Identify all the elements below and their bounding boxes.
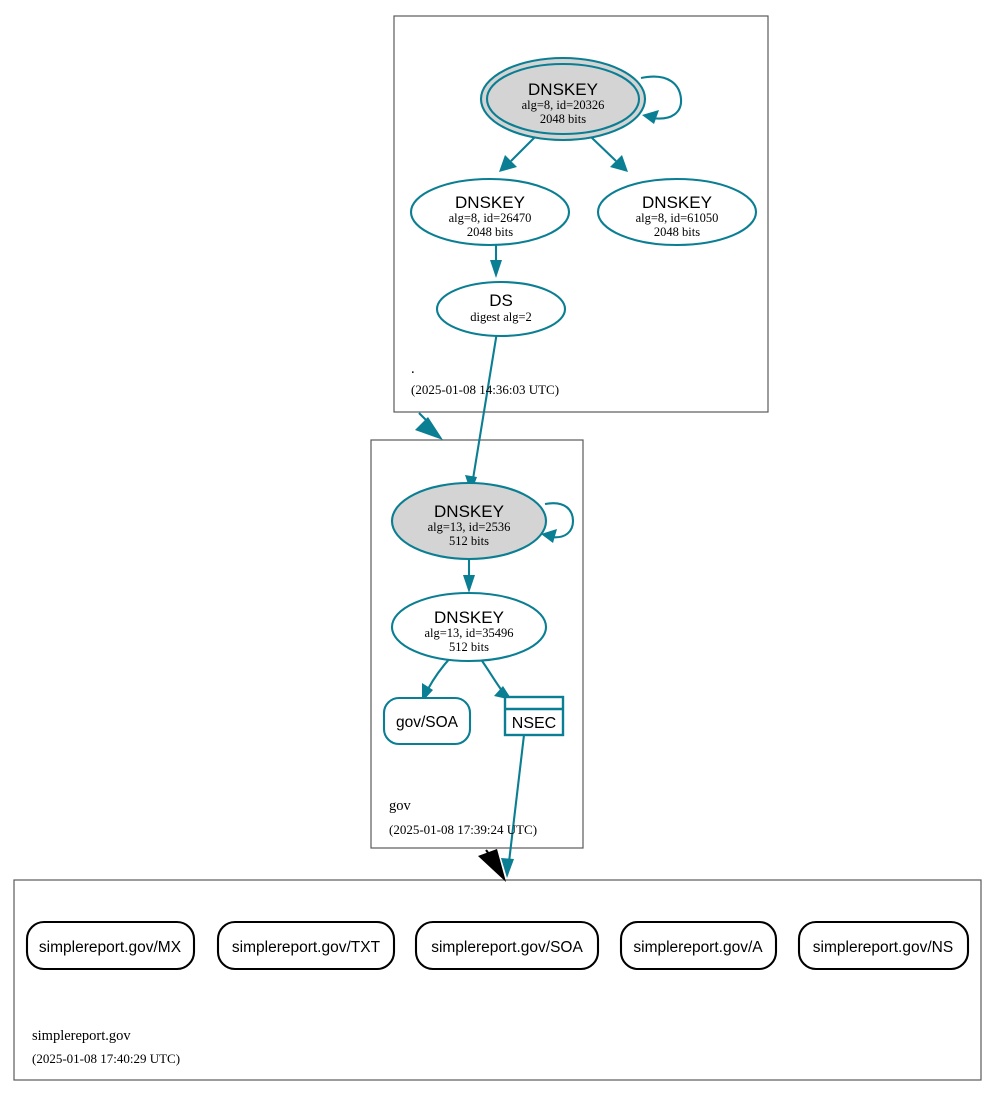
node-sr-a[interactable]: simplereport.gov/A <box>619 920 778 971</box>
edge-root-zsk26470-to-ds <box>490 243 502 278</box>
node-shape <box>435 280 567 338</box>
zone-timestamp-root: (2025-01-08 14:36:03 UTC) <box>411 382 559 397</box>
node-gov-ksk-2536[interactable]: DNSKEY alg=13, id=2536 512 bits <box>390 481 548 561</box>
node-title: DNSKEY <box>642 193 712 212</box>
edge-gov-zsk-to-nsec <box>479 657 512 700</box>
node-title: NSEC <box>512 715 556 732</box>
zone-box-gov <box>370 439 584 849</box>
node-title: simplereport.gov/SOA <box>431 939 583 956</box>
node-sr-txt[interactable]: simplereport.gov/TXT <box>216 920 396 971</box>
node-shape <box>25 920 196 971</box>
node-shape <box>414 920 600 971</box>
edge-root-ksk-to-zsk26470 <box>499 136 536 172</box>
node-detail-size: 2048 bits <box>654 225 700 239</box>
edge-root-to-gov-delegation <box>415 412 443 440</box>
edge-gov-zsk-to-soa <box>422 656 452 702</box>
edge-gov-ksk-self-loop <box>541 502 575 543</box>
node-detail-alg: alg=8, id=20326 <box>522 98 605 112</box>
node-root-ds[interactable]: DS digest alg=2 <box>435 280 567 338</box>
zone-timestamp-gov: (2025-01-08 17:39:24 UTC) <box>389 822 537 837</box>
node-gov-soa[interactable]: gov/SOA <box>382 696 472 746</box>
node-shape <box>596 177 758 247</box>
node-detail-size: 512 bits <box>449 640 489 654</box>
node-detail-alg: alg=8, id=61050 <box>636 211 719 225</box>
node-shape <box>216 920 396 971</box>
node-shape <box>409 177 571 247</box>
node-title: simplereport.gov/TXT <box>232 939 381 956</box>
zone-box-simplereport <box>13 879 982 1081</box>
node-shape <box>797 920 970 971</box>
node-gov-nsec[interactable]: NSEC <box>503 695 565 737</box>
node-title: DNSKEY <box>434 608 504 627</box>
zone-label-root: . <box>411 361 415 377</box>
node-gov-zsk-35496[interactable]: DNSKEY alg=13, id=35496 512 bits <box>390 591 548 663</box>
node-detail-alg: alg=13, id=2536 <box>428 520 511 534</box>
node-sr-soa[interactable]: simplereport.gov/SOA <box>414 920 600 971</box>
zone-box-root <box>393 15 769 413</box>
node-root-ksk-20326[interactable]: DNSKEY alg=8, id=20326 2048 bits <box>479 56 647 142</box>
node-detail-size: 2048 bits <box>540 112 586 126</box>
node-title: DNSKEY <box>434 502 504 521</box>
node-shape <box>390 481 548 561</box>
node-sr-ns[interactable]: simplereport.gov/NS <box>797 920 970 971</box>
node-root-zsk-61050[interactable]: DNSKEY alg=8, id=61050 2048 bits <box>596 177 758 247</box>
node-shape-outer <box>479 56 647 142</box>
node-detail-alg: alg=8, id=26470 <box>449 211 532 225</box>
node-root-zsk-26470[interactable]: DNSKEY alg=8, id=26470 2048 bits <box>409 177 571 247</box>
node-detail-size: 2048 bits <box>467 225 513 239</box>
edge-root-ksk-to-zsk61050 <box>590 136 628 172</box>
node-title: simplereport.gov/MX <box>39 939 182 956</box>
edge-nsec-to-simplereport-zone <box>501 734 526 878</box>
node-title: gov/SOA <box>396 714 459 731</box>
node-title: DNSKEY <box>455 193 525 212</box>
edge-gov-to-simplereport-delegation <box>478 849 506 882</box>
edge-root-ksk-self-loop <box>640 75 683 124</box>
node-detail-digest: digest alg=2 <box>470 310 532 324</box>
node-title: DS <box>489 291 513 310</box>
node-detail-alg: alg=13, id=35496 <box>424 626 513 640</box>
node-title: DNSKEY <box>528 80 598 99</box>
node-detail-size: 512 bits <box>449 534 489 548</box>
node-shape <box>503 695 565 737</box>
node-title: simplereport.gov/A <box>633 939 763 956</box>
node-sr-mx[interactable]: simplereport.gov/MX <box>25 920 196 971</box>
node-shape <box>382 696 472 746</box>
node-shape <box>619 920 778 971</box>
zone-label-simplereport: simplereport.gov <box>32 1028 131 1044</box>
node-shape-inner <box>485 62 641 136</box>
node-shape <box>390 591 548 663</box>
node-title: simplereport.gov/NS <box>813 939 953 956</box>
zone-label-gov: gov <box>389 798 412 814</box>
zone-timestamp-simplereport: (2025-01-08 17:40:29 UTC) <box>32 1051 180 1066</box>
